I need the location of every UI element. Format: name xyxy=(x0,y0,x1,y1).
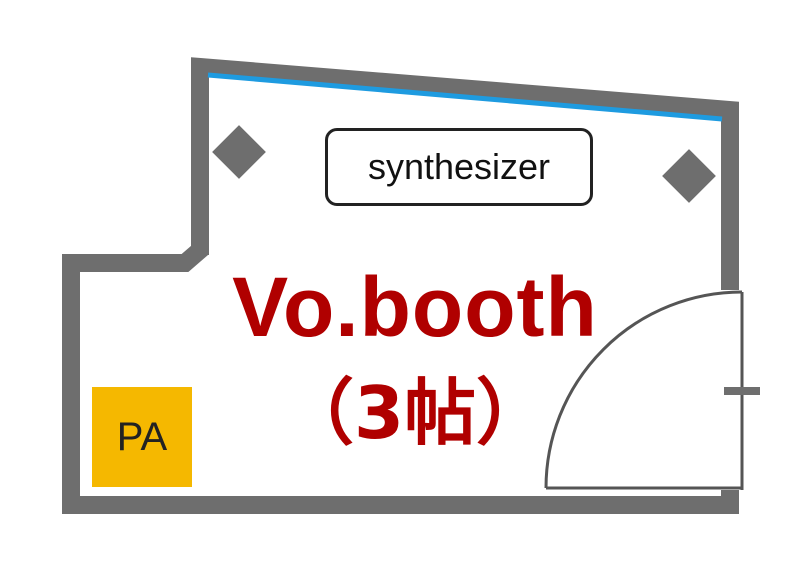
window-line xyxy=(207,72,723,122)
speaker-left-icon xyxy=(212,125,266,179)
room-size: （3帖） xyxy=(281,371,549,455)
room-name: Vo.booth xyxy=(232,260,598,354)
pa-box: PA xyxy=(92,387,192,487)
synthesizer-label: synthesizer xyxy=(367,146,551,187)
pa-label: PA xyxy=(116,414,168,459)
door-swing-icon xyxy=(544,290,743,489)
synthesizer-box: synthesizer xyxy=(325,128,593,206)
